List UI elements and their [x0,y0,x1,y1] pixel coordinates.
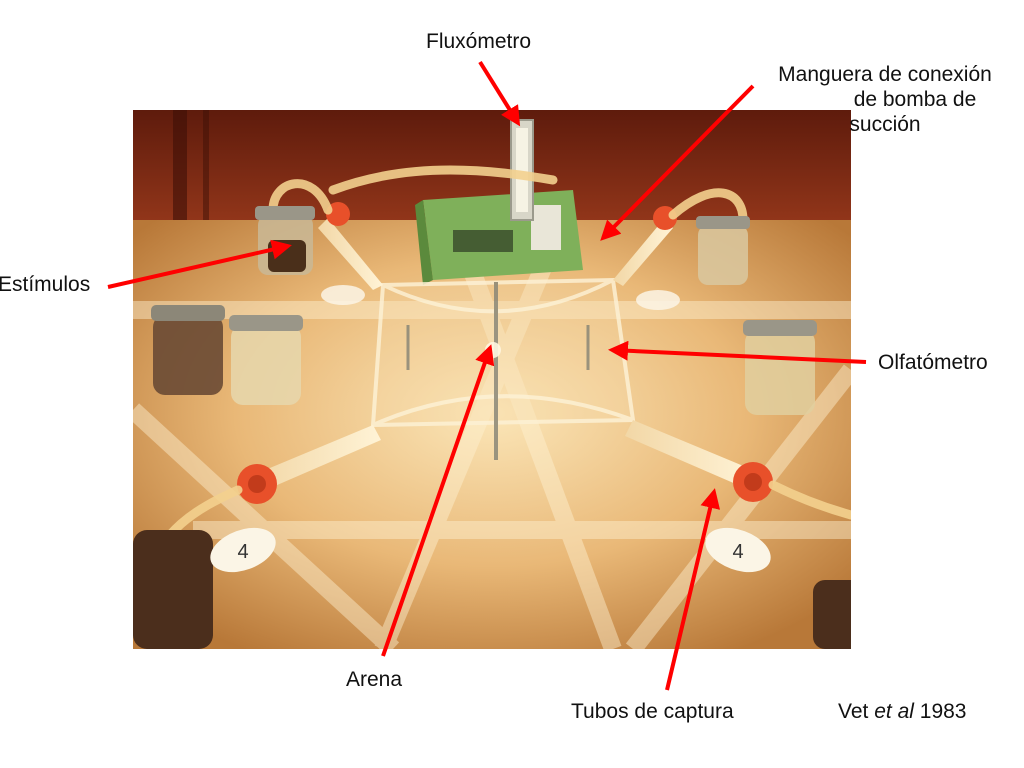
olfactometer-photo: 4 4 [133,110,851,649]
label-tubos: Tubos de captura [571,700,734,723]
arrow-estimulos [107,239,292,289]
table [133,220,851,649]
capture-tube-right [625,420,773,502]
label-manguera: Manguera de conexión de bomba de succión [765,62,1005,138]
capture-tube-left [237,425,381,504]
photo-illustration: 4 4 [133,110,851,649]
label-manguera-line-3: succión [849,113,921,137]
citation: Vet et al 1983 [838,699,966,724]
arrow-arena [381,344,495,657]
svg-text:4: 4 [237,541,248,563]
arrow-olfatometro [608,340,867,364]
citation-author: Vet [838,700,869,723]
label-estimulos: Estímulos [0,273,91,296]
number-tag-right: 4 [705,527,771,573]
label-arena: Arena [346,668,403,691]
label-fluxometro: Fluxómetro [426,30,532,53]
citation-etal: et al [874,700,914,723]
svg-text:4: 4 [732,541,743,563]
arrow-manguera [600,84,755,241]
jars [133,206,851,649]
pump-box [415,190,583,285]
arrow-tubos [665,488,721,691]
arrow-fluxometro [478,60,521,127]
citation-year: 1983 [919,700,967,723]
label-manguera-line-1: Manguera de conexión [778,63,992,86]
label-manguera-line-2: de bomba de [853,88,977,112]
number-tag-left: 4 [210,527,276,573]
label-olfatometro: Olfatómetro [878,351,988,374]
